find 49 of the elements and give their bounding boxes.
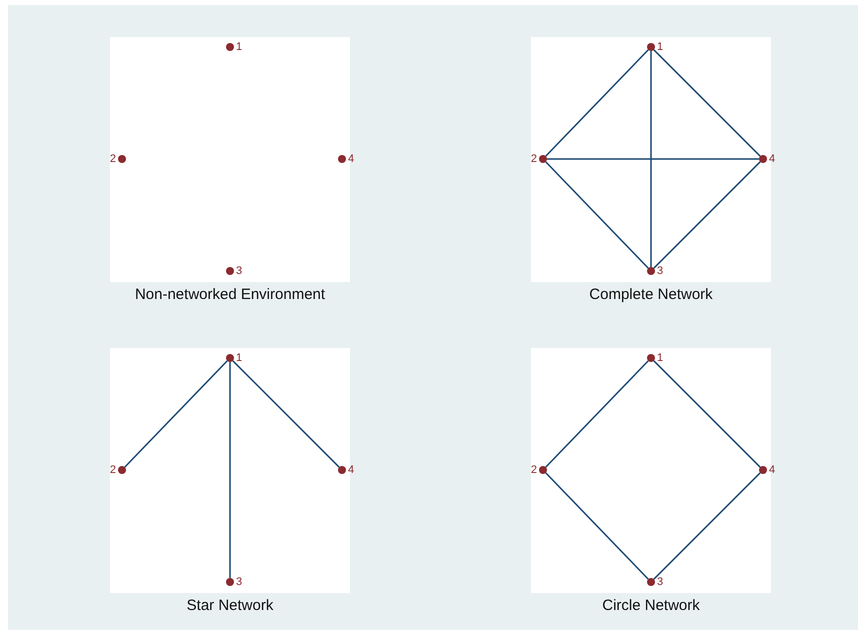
connector-line [653, 472, 761, 580]
node-number: 2 [110, 153, 116, 165]
panel-caption: Star Network [186, 597, 274, 614]
connector-line [653, 161, 761, 269]
node-dot [647, 578, 655, 586]
node-dot [539, 466, 547, 474]
node-number: 1 [236, 352, 242, 364]
node-dot [226, 43, 234, 51]
node-number: 3 [657, 265, 664, 277]
node-dot [647, 43, 655, 51]
node-dot [539, 155, 547, 163]
node-dot [226, 354, 234, 362]
connector-line [545, 360, 649, 468]
panel-caption: Circle Network [602, 597, 700, 614]
node-number: 3 [657, 576, 664, 588]
node-dot [226, 267, 234, 275]
node-number: 1 [657, 41, 664, 53]
connector-line [650, 51, 652, 267]
connector-line [545, 472, 649, 580]
connector-line [229, 362, 231, 578]
node-dot [338, 155, 346, 163]
connector-line [547, 158, 759, 160]
node-dot [338, 466, 346, 474]
node-dot [118, 155, 126, 163]
connector-line [545, 161, 649, 269]
node-dot [759, 155, 767, 163]
node-dot [647, 267, 655, 275]
connector-line [545, 49, 649, 157]
panel-caption: Non-networked Environment [134, 286, 326, 303]
node-number: 3 [236, 576, 242, 588]
node-dot [118, 466, 126, 474]
node-number: 3 [236, 265, 242, 277]
node-number: 4 [769, 464, 776, 476]
connector-line [653, 49, 761, 157]
node-dot [647, 354, 655, 362]
node-number: 1 [657, 352, 664, 364]
node-number: 4 [769, 153, 776, 165]
connector-line [232, 360, 340, 468]
connector-line [124, 360, 228, 468]
node-number: 4 [348, 153, 354, 165]
connector-line [653, 360, 761, 468]
node-number: 2 [530, 153, 537, 165]
node-dot [759, 466, 767, 474]
panel-caption: Complete Network [589, 286, 713, 303]
node-number: 1 [236, 41, 242, 53]
node-number: 2 [530, 464, 537, 476]
node-number: 4 [348, 464, 354, 476]
node-number: 2 [110, 464, 116, 476]
node-dot [226, 578, 234, 586]
